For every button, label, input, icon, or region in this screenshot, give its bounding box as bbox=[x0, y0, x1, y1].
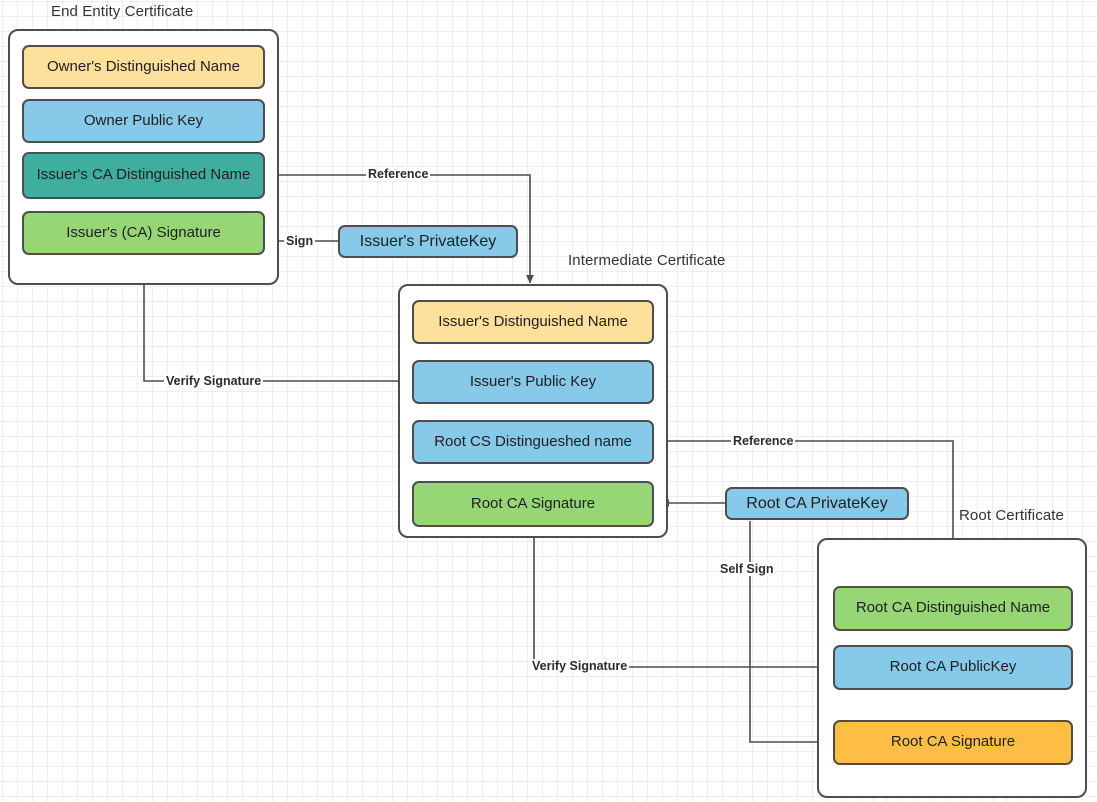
edge-label-self-sign: Self Sign bbox=[718, 562, 776, 576]
field-label: Issuer's CA Distinguished Name bbox=[36, 166, 251, 184]
edge-label-reference-top: Reference bbox=[366, 167, 431, 181]
field-label: Root CA Signature bbox=[470, 494, 596, 512]
field-label: Issuer's (CA) Signature bbox=[66, 223, 221, 241]
field-label: Issuer's Distinguished Name bbox=[438, 312, 628, 330]
edge-label-reference-mid: Reference bbox=[731, 434, 796, 448]
edge-label-verify-signature-bottom: Verify Signature bbox=[530, 659, 630, 673]
edge-self-sign bbox=[749, 521, 828, 746]
field-root-ca-signature[interactable]: Root CA Signature bbox=[833, 720, 1073, 765]
issuer-private-key-box[interactable]: Issuer's PrivateKey bbox=[338, 225, 518, 258]
intermediate-title: Intermediate Certificate bbox=[568, 252, 726, 269]
field-label: Root CA PublicKey bbox=[889, 658, 1017, 676]
root-ca-private-key-label: Root CA PrivateKey bbox=[746, 494, 888, 512]
field-issuer-distinguished-name[interactable]: Issuer's Distinguished Name bbox=[412, 300, 654, 344]
root-title: Root Certificate bbox=[959, 507, 1064, 524]
end-entity-title: End Entity Certificate bbox=[51, 3, 194, 20]
field-label: Root CA Distinguished Name bbox=[855, 599, 1051, 617]
edge-label-sign: Sign bbox=[284, 234, 316, 248]
field-intermediate-root-ca-signature[interactable]: Root CA Signature bbox=[412, 481, 654, 527]
field-label: Owner Public Key bbox=[83, 111, 204, 129]
field-root-cs-distingueshed-name[interactable]: Root CS Distingueshed name bbox=[412, 420, 654, 464]
edge-label-verify-signature-top: Verify Signature bbox=[164, 374, 264, 388]
field-label: Issuer's Public Key bbox=[469, 372, 597, 390]
field-issuer-public-key[interactable]: Issuer's Public Key bbox=[412, 360, 654, 404]
field-label: Root CS Distingueshed name bbox=[434, 432, 632, 450]
field-label: Owner's Distinguished Name bbox=[47, 57, 240, 75]
issuer-private-key-label: Issuer's PrivateKey bbox=[359, 232, 497, 250]
field-issuer-ca-signature[interactable]: Issuer's (CA) Signature bbox=[22, 211, 265, 255]
root-ca-private-key-box[interactable]: Root CA PrivateKey bbox=[725, 487, 909, 520]
field-root-ca-public-key[interactable]: Root CA PublicKey bbox=[833, 645, 1073, 690]
field-label: Root CA Signature bbox=[890, 733, 1016, 751]
field-issuer-ca-distinguished-name[interactable]: Issuer's CA Distinguished Name bbox=[22, 152, 265, 199]
field-owner-public-key[interactable]: Owner Public Key bbox=[22, 99, 265, 143]
edge-verify-signature-bottom bbox=[530, 528, 833, 668]
field-root-ca-distinguished-name[interactable]: Root CA Distinguished Name bbox=[833, 586, 1073, 631]
field-owner-distinguished-name[interactable]: Owner's Distinguished Name bbox=[22, 45, 265, 89]
